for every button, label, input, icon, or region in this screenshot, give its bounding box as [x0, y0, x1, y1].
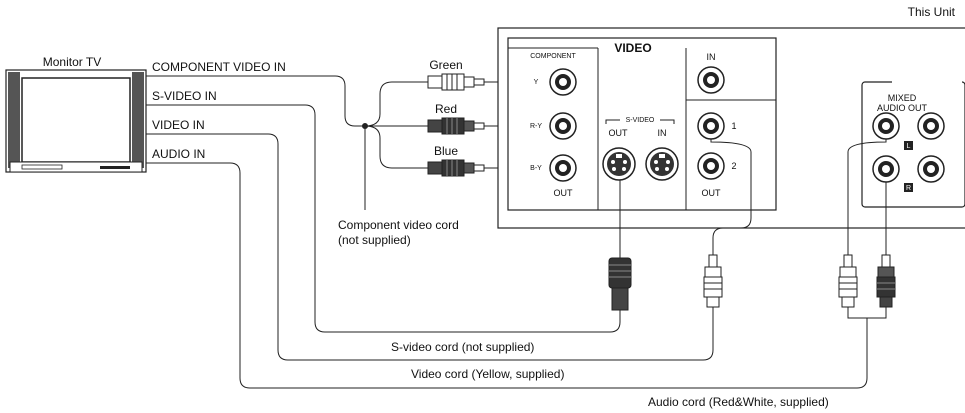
video-out-2-label: 2: [731, 161, 736, 171]
blue-plug-label: Blue: [434, 144, 458, 158]
component-ry-jack: [549, 112, 577, 140]
ry-label: R-Y: [530, 123, 542, 130]
audio-out-1-l-jack: [872, 112, 900, 140]
audio-white-plug: [838, 254, 858, 308]
component-by-jack: [549, 154, 577, 182]
video-section-title: VIDEO: [614, 41, 651, 55]
component-section-label: COMPONENT: [530, 53, 576, 60]
audio-cord-line: [146, 162, 868, 389]
component-cord-note: (not supplied): [338, 233, 411, 247]
mixed-label: MIXED: [888, 93, 917, 103]
component-cord-label: Component video cord: [338, 218, 459, 232]
audio-title-mask: [892, 78, 962, 86]
audio-cord-join: [847, 307, 887, 319]
audio-in-label: AUDIO IN: [152, 147, 205, 161]
component-cord-line: [146, 75, 365, 127]
green-plug-label: Green: [429, 58, 462, 72]
monitor-tv-label: Monitor TV: [43, 55, 101, 69]
component-out-label: OUT: [554, 188, 574, 198]
blue-branch-line: [364, 125, 428, 169]
green-rca-plug: [427, 73, 552, 91]
video-out-2-jack: [697, 152, 725, 180]
audio-cord-label: Audio cord (Red&White, supplied): [648, 395, 829, 409]
monitor-tv: [5, 69, 147, 173]
s-video-plug: [608, 257, 632, 311]
video-in-jack: [697, 66, 725, 94]
video-out-label: OUT: [702, 188, 722, 198]
blue-rca-plug: [427, 159, 552, 177]
this-unit-label: This Unit: [908, 5, 956, 19]
s-video-out-label: OUT: [609, 128, 629, 138]
red-plug-label: Red: [435, 102, 457, 116]
audio-out-2-r-jack: [917, 155, 945, 183]
audio-left-cord-top: [847, 139, 887, 255]
s-video-cord-line: [146, 104, 621, 333]
s-video-bracket: [605, 119, 675, 124]
video-in-section-label: IN: [707, 52, 716, 62]
video-out-1-label: 1: [731, 121, 736, 131]
video-in-label: VIDEO IN: [152, 118, 205, 132]
left-channel-letter: L: [907, 143, 911, 150]
right-channel-letter: R: [906, 185, 911, 192]
y-label: Y: [534, 79, 539, 86]
s-video-in-jack-label: IN: [658, 128, 667, 138]
component-y-jack: [549, 68, 577, 96]
audio-out-2-l-jack: [917, 112, 945, 140]
by-label: B-Y: [530, 165, 542, 172]
s-video-section-label: S-VIDEO: [626, 117, 655, 124]
audio-out-1-r-jack: [872, 155, 900, 183]
audio-red-plug: [876, 254, 896, 308]
video-cord-line: [146, 133, 714, 361]
s-video-out-jack: [602, 147, 636, 181]
s-video-cord-label: S-video cord (not supplied): [391, 340, 534, 354]
video-cord-label: Video cord (Yellow, supplied): [411, 367, 564, 381]
component-video-in-label: COMPONENT VIDEO IN: [152, 60, 286, 74]
red-rca-plug: [427, 117, 552, 135]
s-video-in-label: S-VIDEO IN: [152, 89, 217, 103]
video-out-1-jack: [697, 112, 725, 140]
audio-out-label: AUDIO OUT: [877, 103, 928, 113]
right-channel-badge: [904, 183, 913, 192]
s-video-in-jack: [645, 147, 679, 181]
video-plug: [703, 254, 723, 308]
left-channel-badge: [904, 141, 913, 150]
green-branch-line: [364, 81, 428, 127]
video-cord-top: [710, 139, 752, 255]
